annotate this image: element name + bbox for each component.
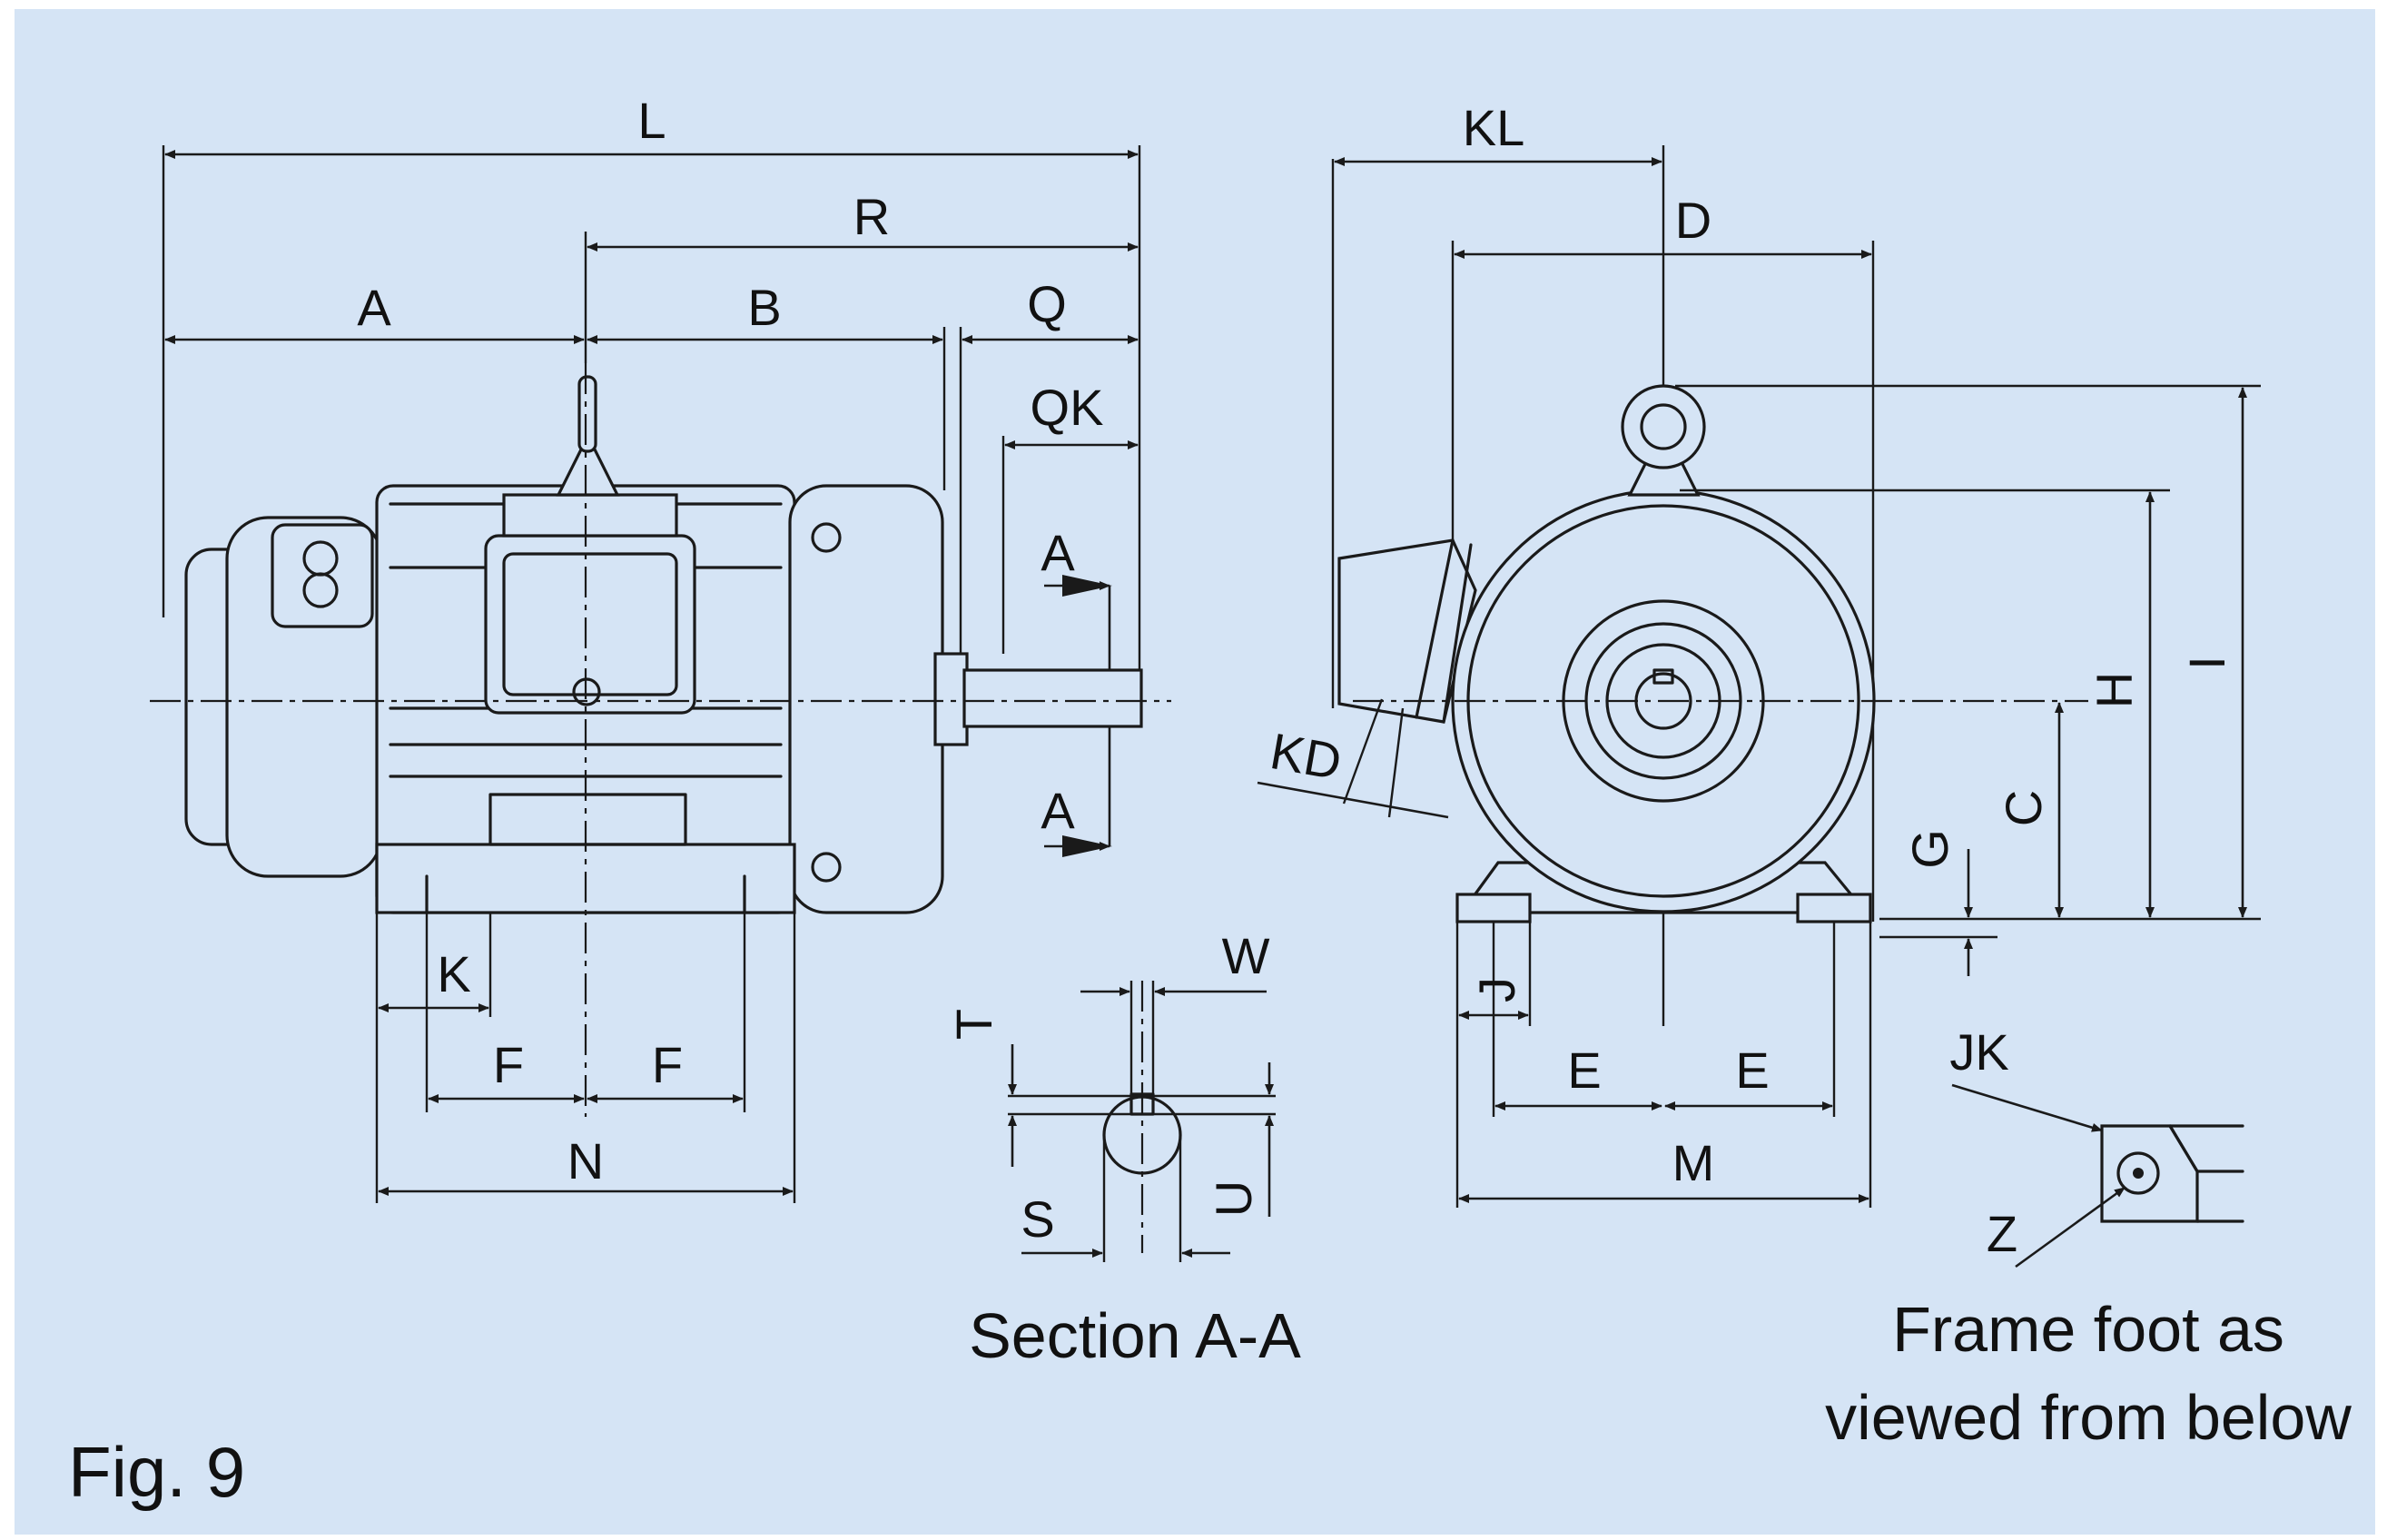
section-a-a: W T S U Section A-A [945, 927, 1301, 1371]
terminal-box-lid [502, 493, 678, 538]
terminal-box-inner [502, 552, 678, 696]
ext-line-kd-1 [1342, 698, 1384, 805]
label-W: W [1222, 927, 1270, 984]
label-S: S [1021, 1190, 1054, 1248]
label-KL: KL [1463, 99, 1525, 156]
caption-foot-line1: Frame foot as [1892, 1294, 2284, 1365]
ext-line-kd-2 [1387, 707, 1405, 818]
label-T: T [945, 1009, 1002, 1040]
label-F-right: F [652, 1036, 683, 1093]
bracket-bolt-top-icon [811, 522, 842, 553]
label-E-right: E [1735, 1041, 1769, 1099]
section-arrowhead-bottom [1062, 835, 1112, 857]
dim-line-KD [1257, 781, 1449, 819]
leader-JK [1951, 1083, 2103, 1132]
label-KD: KD [1267, 722, 1346, 791]
end-view: KL D I H C G [1257, 99, 2261, 1208]
label-E-left: E [1567, 1041, 1601, 1099]
foot-rib-lines [2168, 1124, 2244, 1223]
label-Q: Q [1027, 275, 1067, 332]
label-section-arrow-top: A [1041, 524, 1075, 581]
label-G: G [1901, 829, 1958, 869]
label-N: N [567, 1132, 604, 1190]
label-B: B [747, 279, 781, 336]
label-section-arrow-bottom: A [1041, 782, 1075, 839]
foot-web [488, 793, 687, 846]
foot-bolt-hole-icon [2116, 1151, 2160, 1195]
caption-section-a-a: Section A-A [969, 1300, 1301, 1371]
foot-hole-center [2133, 1168, 2144, 1179]
lifting-eye-end [1621, 384, 1706, 469]
label-I: I [2178, 656, 2235, 670]
label-L: L [637, 92, 666, 149]
bracket-bolt-bottom-icon [811, 852, 842, 883]
end-bracket [788, 484, 944, 914]
bearing-cap [933, 652, 969, 746]
label-Z: Z [1987, 1205, 2017, 1262]
frame-foot-detail: JK Z Frame foot as viewed from below [1825, 1023, 2352, 1453]
label-D: D [1675, 192, 1711, 249]
drain-plug-icon [302, 572, 339, 608]
foot-left-end [1455, 893, 1532, 923]
label-J: J [1468, 977, 1525, 1002]
label-K: K [437, 945, 470, 1002]
side-view: L R A B Q QK A A [150, 92, 1171, 1203]
caption-foot-line2: viewed from below [1825, 1382, 2352, 1453]
label-U: U [1205, 1180, 1262, 1217]
lifting-eye [577, 375, 597, 453]
label-A: A [357, 279, 391, 336]
shaft-key-icon [1652, 668, 1674, 685]
label-F-left: F [493, 1036, 524, 1093]
label-C: C [1995, 790, 2052, 826]
leader-Z [2015, 1186, 2126, 1269]
terminal-box-edges [1415, 538, 1473, 724]
label-QK: QK [1031, 379, 1104, 436]
label-JK: JK [1949, 1023, 2008, 1081]
lifting-eye-hole [1640, 403, 1687, 450]
section-arrowhead-top [1062, 575, 1112, 597]
foot-right-end [1796, 893, 1872, 923]
label-M: M [1672, 1134, 1715, 1191]
figure-label: Fig. 9 [68, 1432, 245, 1512]
label-R: R [853, 188, 890, 245]
label-H: H [2086, 672, 2143, 708]
shaft [962, 668, 1143, 728]
terminal-box [484, 534, 696, 715]
